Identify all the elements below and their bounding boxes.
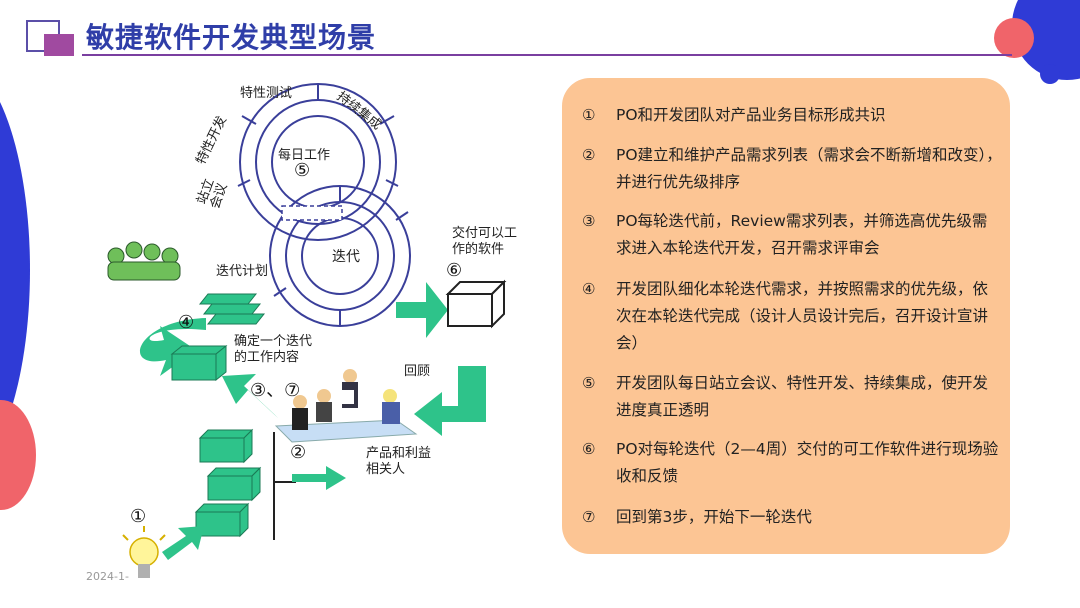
- step-item-text: PO建立和维护产品需求列表（需求会不断新增和改变），并进行优先级排序: [616, 146, 1002, 191]
- label-define-content-line1: 确定一个迭代: [234, 334, 313, 349]
- label-deliverable-line2: 作的软件: [452, 242, 505, 257]
- page-title: 敏捷软件开发典型场景: [86, 21, 377, 54]
- idea-arrow: [162, 526, 204, 560]
- idea-lightbulb-icon: [122, 526, 166, 578]
- label-stakeholders: 产品和利益 相关人: [366, 446, 431, 478]
- decor-circle-top-red: [994, 18, 1034, 58]
- step-5-marker: ⑤: [294, 160, 311, 181]
- agile-process-diagram: 特性测试 持续集成 特性开发 站立 会议 每日工作 ⑤ 迭代 交付可以工 作的软…: [96, 70, 517, 600]
- step-item-number: ⑥: [582, 440, 596, 458]
- label-stakeholders-line1: 产品和利益: [366, 446, 432, 461]
- step-item-text: PO和开发团队对产品业务目标形成共识: [616, 106, 886, 124]
- title-logo-fill: [44, 34, 74, 56]
- step-item-number: ③: [582, 212, 596, 230]
- step-1-marker: ①: [130, 506, 147, 527]
- work-content-box-icon: [170, 344, 228, 382]
- stakeholder-arrow: [292, 466, 346, 490]
- plan-loop-arrow: [139, 318, 206, 376]
- label-iteration-plan: 迭代计划: [216, 264, 269, 279]
- step-4-marker: ④: [178, 312, 195, 333]
- step-6-marker: ⑥: [446, 260, 463, 281]
- step-item-3: ③ PO每轮迭代前，Review需求列表，并筛选高优先级需求进入本轮迭代开发，召…: [582, 208, 1002, 262]
- steps-panel: ① PO和开发团队对产品业务目标形成共识 ② PO建立和维护产品需求列表（需求会…: [562, 78, 1010, 554]
- step-item-4: ④ 开发团队细化本轮迭代需求，并按照需求的优先级，依次在本轮迭代完成（设计人员设…: [582, 276, 1002, 357]
- step-item-7: ⑦ 回到第3步，开始下一轮迭代: [582, 504, 1002, 531]
- step-item-2: ② PO建立和维护产品需求列表（需求会不断新增和改变），并进行优先级排序: [582, 142, 1002, 196]
- review-arrow: [414, 366, 486, 436]
- step-item-text: 回到第3步，开始下一轮迭代: [616, 508, 812, 526]
- title-underline: [82, 54, 1012, 56]
- step-item-number: ⑤: [582, 374, 596, 392]
- diagram-graphics: [107, 83, 507, 578]
- label-define-content: 确定一个迭代 的工作内容: [234, 334, 312, 366]
- iteration-plan-sheets: [198, 293, 266, 325]
- step-item-number: ②: [582, 146, 596, 164]
- deliver-arrow: [396, 282, 448, 338]
- team-huddle-icon: [107, 241, 181, 281]
- label-define-content-line2: 的工作内容: [234, 350, 300, 365]
- label-stakeholders-line2: 相关人: [366, 462, 406, 477]
- label-feature-test: 特性测试: [240, 86, 293, 101]
- step-item-6: ⑥ PO对每轮迭代（2—4周）交付的可工作软件进行现场验收和反馈: [582, 436, 1002, 490]
- step-item-text: PO每轮迭代前，Review需求列表，并筛选高优先级需求进入本轮迭代开发，召开需…: [616, 212, 988, 257]
- deliverable-box-icon: [445, 279, 507, 329]
- label-iteration: 迭代: [332, 249, 360, 265]
- backlog-boxes-icon: [194, 428, 262, 538]
- step-item-text: PO对每轮迭代（2—4周）交付的可工作软件进行现场验收和反馈: [616, 440, 999, 485]
- step-item-number: ④: [582, 280, 596, 298]
- stakeholder-meeting-icon: [274, 369, 418, 443]
- label-review: 回顾: [404, 364, 431, 379]
- label-deliverable: 交付可以工 作的软件: [452, 226, 517, 258]
- step-item-number: ⑦: [582, 508, 596, 526]
- label-daily-work: 每日工作: [278, 148, 331, 163]
- decor-circle-left-red: [0, 400, 36, 510]
- select-arrow: [222, 374, 278, 418]
- step-item-1: ① PO和开发团队对产品业务目标形成共识: [582, 102, 1002, 129]
- step-item-number: ①: [582, 106, 596, 124]
- label-deliverable-line1: 交付可以工: [452, 226, 518, 241]
- step-2-marker: ②: [290, 442, 307, 463]
- step-item-text: 开发团队细化本轮迭代需求，并按照需求的优先级，依次在本轮迭代完成（设计人员设计完…: [616, 280, 989, 352]
- step-item-5: ⑤ 开发团队每日站立会议、特性开发、持续集成，使开发进度真正透明: [582, 370, 1002, 424]
- slide-date: 2024-1-: [86, 570, 129, 583]
- decor-circle-small-blue: [1040, 64, 1060, 84]
- step-3-7-marker: ③、⑦: [250, 380, 301, 401]
- step-item-text: 开发团队每日站立会议、特性开发、持续集成，使开发进度真正透明: [616, 374, 989, 419]
